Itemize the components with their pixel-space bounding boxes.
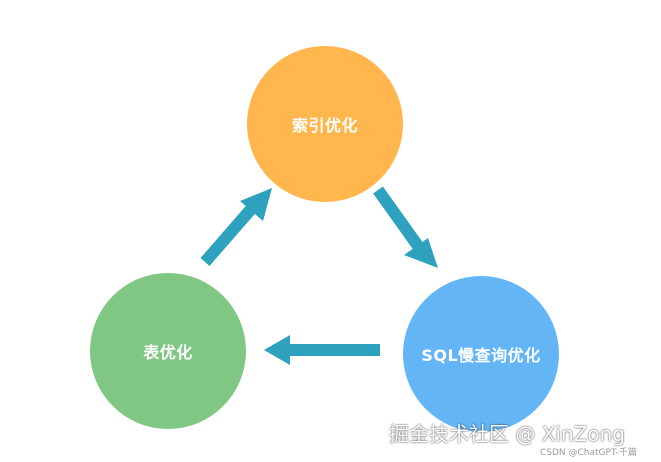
node-table-optimization: 表优化 <box>90 273 246 429</box>
node-sql-slow-query-optimization: SQL慢查询优化 <box>403 276 559 432</box>
arrow-sql-to-table <box>264 335 380 365</box>
node-sql-label: SQL慢查询优化 <box>421 346 541 365</box>
node-index-label: 索引优化 <box>291 116 358 135</box>
arrow-table-to-index <box>200 188 272 266</box>
watermark-csdn: CSDN @ChatGPT-千篇 <box>540 448 637 458</box>
watermark-juejin: 掘金技术社区 @ XinZong <box>389 422 625 446</box>
node-table-label: 表优化 <box>143 343 193 362</box>
arrow-index-to-sql <box>373 186 438 268</box>
node-index-optimization: 索引优化 <box>247 46 403 202</box>
